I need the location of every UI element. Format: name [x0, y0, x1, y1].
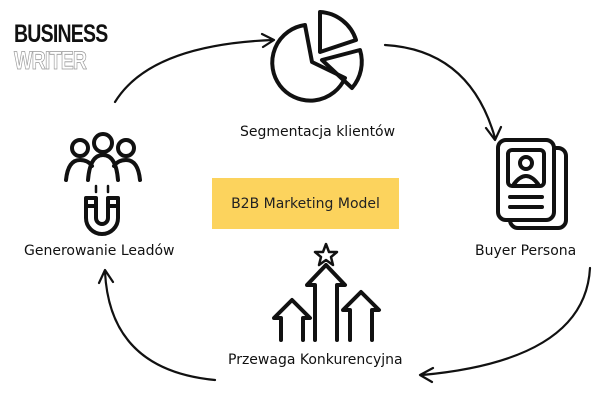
node-label-top: Segmentacja klientów — [240, 124, 396, 140]
lead-generation-icon — [64, 132, 142, 236]
node-label-right: Buyer Persona — [475, 243, 577, 259]
buyer-persona-icon — [496, 138, 568, 230]
growth-arrows-icon — [272, 242, 381, 342]
arrow-left-to-top — [113, 32, 276, 104]
center-label-box: B2B Marketing Model — [212, 178, 399, 229]
arrow-top-to-right — [383, 43, 503, 142]
logo-business: BUSINESS — [14, 20, 108, 48]
node-label-bottom: Przewaga Konkurencyjna — [228, 352, 403, 368]
node-label-left: Generowanie Leadów — [24, 243, 175, 259]
center-label: B2B Marketing Model — [231, 195, 380, 212]
logo-writer: WRITER — [14, 47, 88, 76]
arrow-bottom-to-left — [97, 268, 217, 382]
arrow-right-to-bottom — [418, 266, 592, 384]
pie-chart-icon — [270, 10, 364, 103]
